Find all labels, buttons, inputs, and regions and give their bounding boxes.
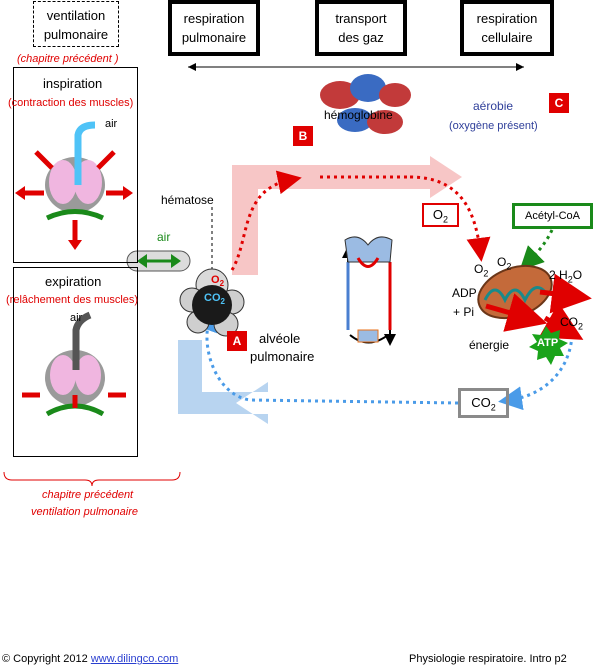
acetyl-coa-text: Acétyl-CoA [524,210,581,222]
transport-gaz-box[interactable]: transport des gaz [315,0,407,56]
mito-o2-right-sub: 2 [506,261,512,272]
o2-box-o: O [432,207,444,222]
resp-cell-line1: respiration [476,11,538,26]
mito-co2-label: CO2 [560,315,583,333]
bottom-note-line2: ventilation pulmonaire [31,506,139,518]
alveole-label-line1: alvéole [259,331,301,346]
transport-line1: transport [335,11,387,26]
hemoglobine-label: hémoglobine [324,108,393,122]
top-double-arrow [188,63,524,71]
hemoglobin-illustration [320,74,411,134]
heart-circulation-illustration [342,236,396,346]
inspiration-lungs [15,121,133,250]
inspiration-panel [13,67,138,263]
footer-left: © Copyright 2012 www.dilingco.com [2,652,178,666]
ventilation-line2: pulmonaire [43,27,109,42]
resp-cell-line2: cellulaire [481,30,533,45]
co2-dotted-arrow-2 [194,306,459,405]
transport-line2: des gaz [338,30,384,45]
alveole-co2-sub: 2 [220,297,225,307]
o2-dotted-arrow-3 [409,175,491,262]
badge-c: C [549,93,569,113]
badge-a: A [227,331,247,351]
oxygene-present-label: (oxygène présent) [449,120,538,132]
inspiration-subtitle: (contraction des muscles) [8,97,134,109]
adp-arrow [485,293,548,332]
alveole-co2: CO2 [204,291,225,309]
inspiration-air-label: air [105,118,118,130]
footer-copyright: © Copyright 2012 [2,653,91,665]
expiration-panel [13,267,138,457]
inspiration-title: inspiration [43,76,103,91]
respiration-pulmonaire-box[interactable]: respiration pulmonaire [168,0,260,56]
acetyl-coa-box: Acétyl-CoA [512,203,593,229]
co2-route-band [178,340,458,424]
h2o-label-o: O [572,268,583,282]
energie-label: énergie [469,338,510,352]
co2-box-sub: 2 [490,402,496,413]
o2-dotted-arrow-1 [230,170,302,271]
expiration-subtitle: (relâchement des muscles) [6,294,139,306]
co2-dotted-arrow-1 [498,334,574,411]
alveole-illustration [179,268,245,337]
mito-o2-left-o: O [474,262,484,276]
o2-box-sub: 2 [443,214,449,225]
bottom-bracket [3,471,181,487]
adp-label: ADP [452,286,477,300]
h2o-label: 2 H2O [549,268,582,286]
expiration-title: expiration [45,274,102,289]
alveole-o2-sub: 2 [219,279,225,289]
aerobie-label: aérobie [473,99,514,113]
o2-box: O2 [422,203,459,227]
footer-link[interactable]: www.dilingco.com [90,653,179,665]
chapitre-precedent-top: (chapitre précédent ) [17,53,119,65]
bottom-note-line1: chapitre précédent [42,489,134,501]
co2-box-co: CO [471,395,491,410]
mito-co2-sub: 2 [578,321,584,332]
mito-o2-left: O2 [474,262,488,280]
h2o-label-sub: 2 [567,274,573,285]
co2-out-arrow [538,302,584,340]
hematose-label: hématose [161,193,214,207]
expiration-lungs [22,311,126,417]
resp-pulm-line2: pulmonaire [181,30,247,45]
acetyl-dotted-arrow [519,229,554,271]
footer-right: Physiologie respiratoire. Intro p2 [409,653,567,665]
co2-box: CO2 [458,388,509,418]
h2o-label-h: 2 H [549,268,568,282]
atp-label: ATP [537,337,559,349]
mito-o2-left-sub: 2 [483,268,489,279]
alveole-o2: O2 [211,273,224,291]
pi-label: + Pi [453,305,475,319]
mito-o2-right-o: O [497,255,507,269]
air-tube-label: air [157,230,171,244]
ventilation-pulmonaire-box: ventilation pulmonaire [33,1,119,47]
ventilation-line1: ventilation [46,8,106,23]
mito-co2-co: CO [560,315,578,329]
expiration-air-label: air [70,312,83,324]
atp-burst [529,326,568,365]
badge-b: B [293,126,313,146]
h2o-arrow [539,273,592,314]
alveole-label-line2: pulmonaire [250,349,315,364]
alveole-o2-o: O [211,274,220,286]
resp-pulm-line1: respiration [183,11,245,26]
alveole-co2-co: CO [204,292,221,304]
air-tube [126,250,191,272]
mito-o2-right: O2 [497,255,511,273]
respiration-cellulaire-box[interactable]: respiration cellulaire [460,0,554,56]
